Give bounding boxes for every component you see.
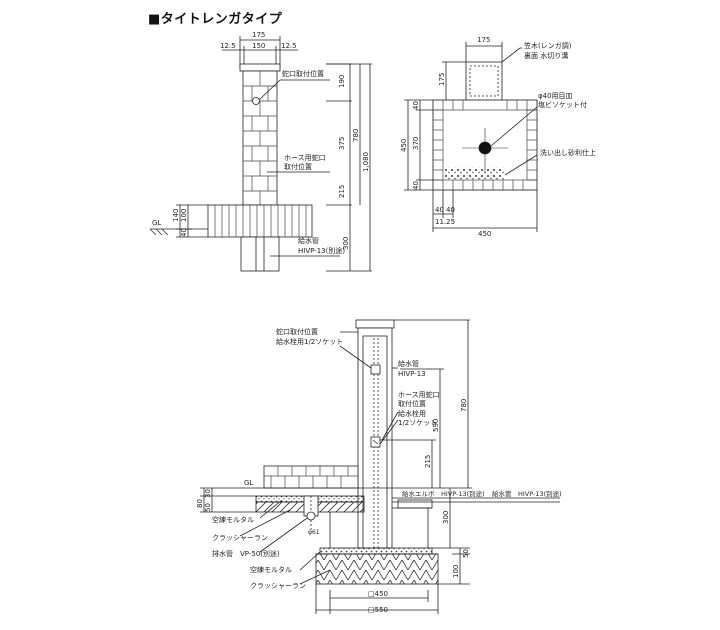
sec-label-elbow: 給水エルボ HIVP-13(別途) xyxy=(402,489,485,498)
sec-dim-80: 80 xyxy=(196,499,204,508)
dim-300: 300 xyxy=(342,237,350,250)
sec-dim-50b: 50 xyxy=(204,503,212,512)
plan-dim-40c: 40 xyxy=(435,206,444,214)
plan-dim-450-bottom: 450 xyxy=(478,230,491,238)
sec-label-pipe-1: 給水管 xyxy=(398,359,419,368)
sec-dim-450: □450 xyxy=(368,590,388,598)
dim-top: 175 xyxy=(252,31,265,39)
sec-dim-30: 30 xyxy=(204,489,212,498)
dim-190: 190 xyxy=(338,75,346,88)
sec-dim-300: 300 xyxy=(442,511,450,524)
label-cap-1: 笠木(レンガ調) xyxy=(524,41,572,50)
section-view xyxy=(200,319,560,614)
label-hose-2: 取付位置 xyxy=(284,162,312,171)
sec-label-hose-2: 取付位置 xyxy=(398,399,426,408)
sec-label-pipe-2: HIVP-13 xyxy=(398,370,426,378)
sec-label-crusher-1: クラッシャーラン xyxy=(212,534,268,542)
dim-left: 12.5 xyxy=(220,42,236,50)
front-view-text: 175 12.5 150 12.5 蛇口取付位置 ホース用蛇口 取付位置 給水管… xyxy=(152,31,370,255)
sec-dim-590: 590 xyxy=(432,419,440,432)
sec-label-drain: 排水管 VP-50(別途) xyxy=(212,549,280,558)
plan-view xyxy=(404,42,538,232)
sec-label-hose-1: ホース用蛇口 xyxy=(398,390,440,399)
dim-100: 100 xyxy=(180,209,188,222)
dim-780: 780 xyxy=(352,129,360,142)
plan-view-text: 175 175 笠木(レンガ調) 裏面 水切り溝 φ40用目皿 塩ビソケット付 … xyxy=(400,36,596,238)
dim-375: 375 xyxy=(338,137,346,150)
label-faucet: 蛇口取付位置 xyxy=(282,69,324,78)
page-title: ■タイトレンガタイプ xyxy=(148,12,283,27)
label-pipe-2: HIVP-13(別途) xyxy=(298,246,345,255)
label-gravel: 洗い出し砂利仕上 xyxy=(540,148,596,157)
dim-215: 215 xyxy=(338,185,346,198)
plan-dim-40b: 40 xyxy=(412,181,420,190)
plan-dim-side: 175 xyxy=(438,73,446,86)
sec-label-socket2-2: 1/2ソケット xyxy=(398,419,437,427)
sec-label-mortar-1: 空練モルタル xyxy=(212,515,254,524)
label-gl: GL xyxy=(152,219,161,227)
sec-label-faucet: 蛇口取付位置 xyxy=(276,327,318,336)
label-hole-2: 塩ビソケット付 xyxy=(538,100,587,109)
sec-label-mortar-2: 空練モルタル xyxy=(250,565,292,574)
label-cap-2: 裏面 水切り溝 xyxy=(524,51,568,60)
section-view-text: 蛇口取付位置 給水栓用1/2ソケット 給水管 HIVP-13 ホース用蛇口 取付… xyxy=(196,327,562,614)
label-hole-1: φ40用目皿 xyxy=(538,92,573,100)
sec-dim-550: □550 xyxy=(368,606,388,614)
dim-center: 150 xyxy=(252,42,265,50)
sec-label-crusher-2: クラッシャーラン xyxy=(250,582,306,590)
sec-dim-50: 50 xyxy=(462,549,470,558)
dim-right: 12.5 xyxy=(281,42,297,50)
plan-dim-450-left: 450 xyxy=(400,139,408,152)
sec-dim-780: 780 xyxy=(460,399,468,412)
plan-dim-370: 370 xyxy=(412,137,420,150)
front-view xyxy=(149,36,372,272)
plan-dim-40d: 40 xyxy=(446,206,455,214)
label-hose-1: ホース用蛇口 xyxy=(284,153,326,162)
plan-dim-1125: 11.25 xyxy=(435,218,455,226)
dim-1080: 1,080 xyxy=(362,152,370,172)
label-pipe-1: 給水管 xyxy=(298,236,319,245)
sec-label-socket2-1: 給水栓用 xyxy=(398,409,426,418)
sec-dim-215: 215 xyxy=(424,455,432,468)
sec-dim-100: 100 xyxy=(452,565,460,578)
sec-label-pipe-right: 給水管 HIVP-13(別途) xyxy=(492,489,562,498)
plan-dim-top: 175 xyxy=(477,36,490,44)
plan-dim-40a: 40 xyxy=(412,101,420,110)
sec-label-gl: GL xyxy=(244,479,253,487)
dim-140: 140 xyxy=(172,209,180,222)
dim-40: 40 xyxy=(180,228,188,237)
sec-label-socket: 給水栓用1/2ソケット xyxy=(276,337,343,346)
sec-label-phi: φ61 xyxy=(308,529,320,536)
